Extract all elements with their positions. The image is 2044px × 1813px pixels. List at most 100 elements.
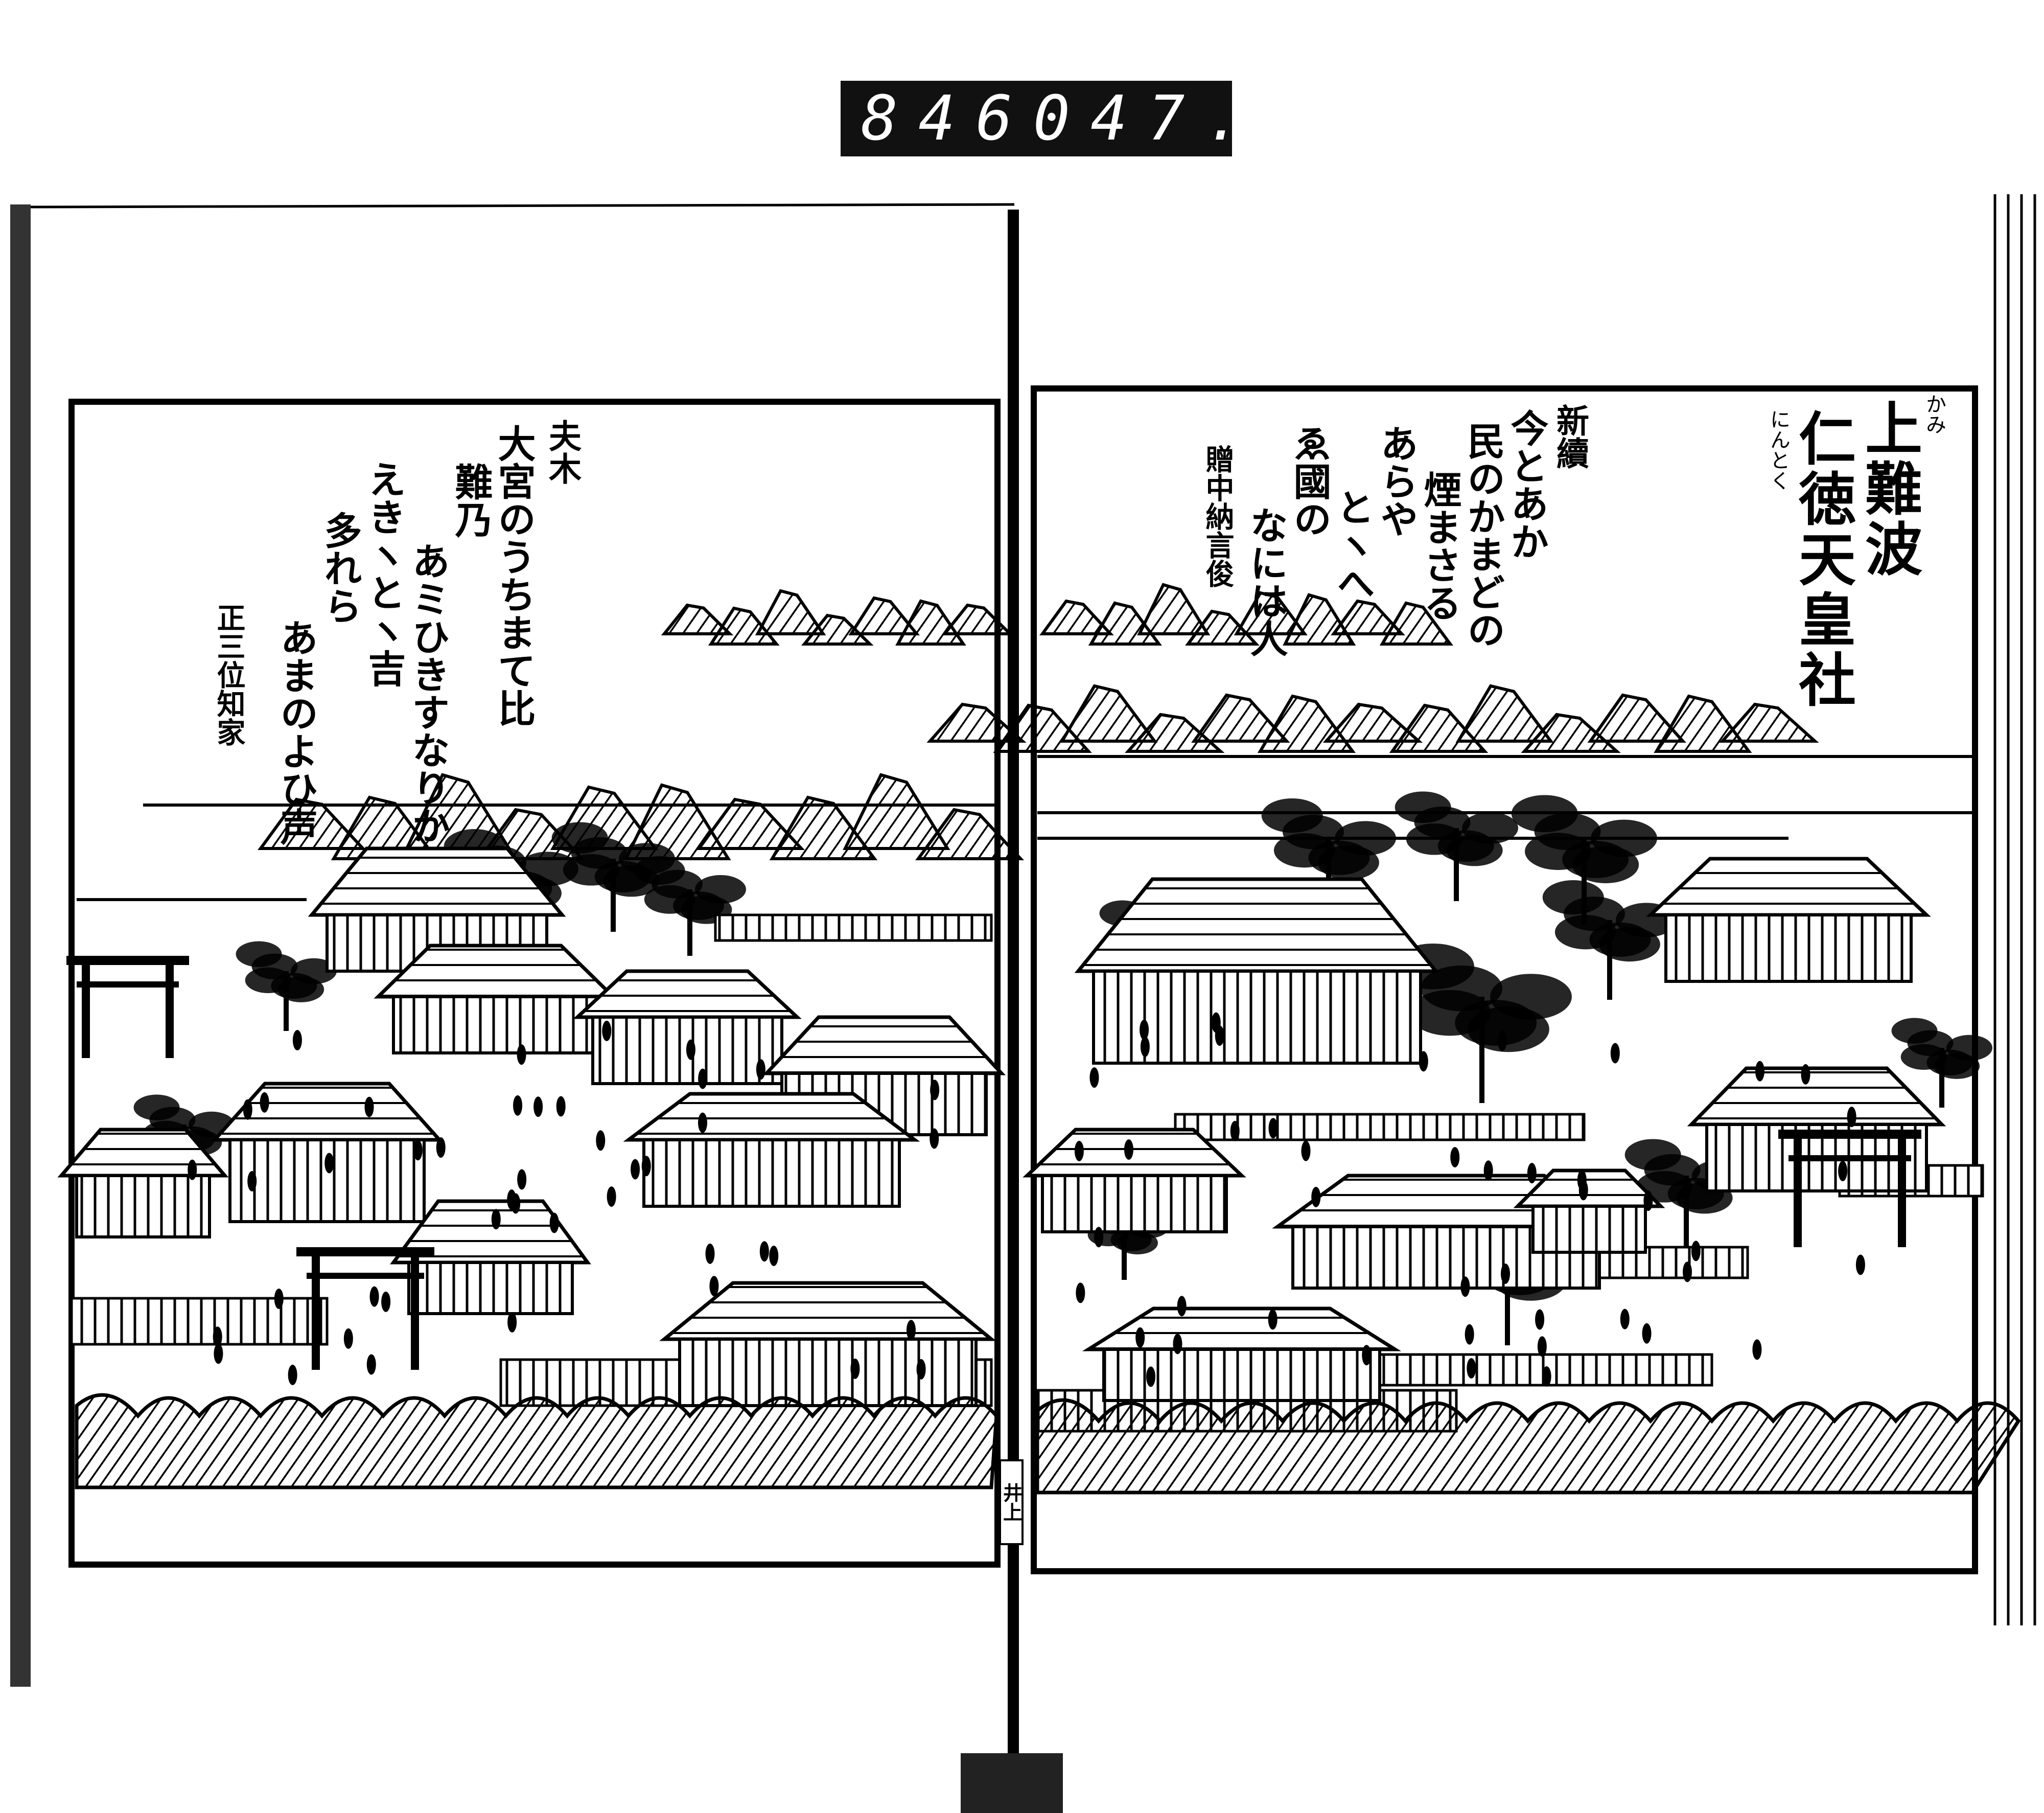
person-figure [1146,1366,1156,1387]
fence [714,913,993,942]
person-figure [1076,1282,1085,1303]
person-figure [556,1096,566,1117]
right-poem-line: ゑ國の [1287,424,1331,538]
building-roof [1646,857,1931,917]
pine-tree-foliage [271,973,317,999]
person-figure [1460,1276,1470,1297]
pine-tree-foliage [1395,791,1451,823]
person-figure [288,1364,297,1385]
mountain [1587,693,1686,743]
left-poem-line: あまのよひ声 [274,618,318,845]
person-figure [1135,1327,1145,1348]
person-figure [1140,1019,1149,1040]
right-poem-line: とヽへ [1331,488,1375,602]
mountain [1331,599,1405,635]
fence [1174,1113,1586,1141]
right-poem-line: 民のかまどの [1461,422,1505,649]
person-figure [1527,1163,1537,1184]
mountain [926,702,1027,743]
mountain [1191,693,1290,743]
building-wall [407,1261,574,1315]
pine-tree-foliage [1542,880,1604,915]
building-wall [642,1138,901,1208]
torii-pillar [82,956,90,1058]
person-figure [1301,1140,1311,1161]
person-figure [1311,1186,1321,1207]
person-figure [850,1358,860,1379]
left-poem-line: あミひきすなりか [406,542,450,844]
person-figure [607,1186,616,1207]
person-figure [1074,1140,1084,1161]
person-figure [214,1343,223,1364]
person-figure [596,1130,606,1151]
pine-tree-foliage [1455,1000,1537,1046]
torii-pillar [166,956,174,1058]
building-roof [1082,1306,1402,1351]
mountain [1719,702,1819,743]
person-figure [698,1068,708,1089]
torii-pillar [1898,1130,1906,1247]
person-figure [1483,1160,1493,1181]
mountain [1455,684,1554,743]
pine-tree-foliage [1261,798,1323,833]
person-figure [930,1080,940,1100]
person-figure [698,1112,707,1133]
right-poem-author: 贈中納言俊 [1201,445,1235,588]
person-figure [188,1159,197,1180]
place-name-ruby: かみ [1922,394,1946,434]
person-figure [517,1169,527,1190]
person-figure [343,1328,353,1349]
person-figure [1140,1036,1150,1057]
torii-beam [296,1247,434,1256]
building-wall [1531,1205,1647,1254]
mountain [623,783,731,860]
person-figure [381,1291,391,1312]
person-figure [1450,1147,1460,1168]
fence [70,1297,329,1346]
mountain [1379,601,1453,646]
mountain [848,596,920,635]
person-figure [1362,1345,1372,1366]
person-figure [769,1245,779,1266]
person-figure [1173,1334,1182,1355]
person-figure [247,1171,257,1191]
mountain [1059,684,1158,743]
building-wall [392,995,599,1054]
left-poem-line: 大宮のうちまて比 [492,424,536,727]
right-poem-line: あらや [1374,424,1418,538]
person-figure [1755,1061,1764,1082]
person-figure [260,1092,269,1113]
mountain [1654,694,1752,753]
torii-beam [66,956,189,965]
mountain [1257,694,1356,753]
torii-pillar [411,1247,419,1370]
left-poem-author: 正三位知家 [212,603,246,746]
shrine-name-title: 仁徳天皇社 [1789,409,1856,710]
pine-tree-foliage [634,856,685,885]
person-figure [517,1044,526,1065]
scan-counter-left: 846 [861,83,1033,154]
person-figure [243,1099,252,1120]
pine-tree-foliage [1110,1228,1152,1251]
person-figure [906,1320,916,1341]
pine-tree-foliage [1926,1049,1973,1075]
person-figure [1801,1064,1810,1085]
building-roof [1687,1066,1946,1127]
person-figure [1500,1263,1510,1284]
mountain [1234,591,1308,635]
torii-pillar [312,1247,320,1370]
right-poem-source: 新續 [1551,404,1589,469]
person-figure [1691,1241,1701,1261]
person-figure [1497,1030,1507,1051]
person-figure [1578,1180,1588,1201]
person-figure [1177,1296,1187,1317]
person-figure [756,1059,765,1080]
person-figure [324,1153,334,1174]
pine-tree-foliage [1308,840,1370,875]
person-figure [1467,1358,1476,1379]
spine-clip [961,1753,1063,1813]
person-figure [759,1241,769,1262]
building-roof [762,1015,1006,1075]
building-wall [75,1174,211,1238]
